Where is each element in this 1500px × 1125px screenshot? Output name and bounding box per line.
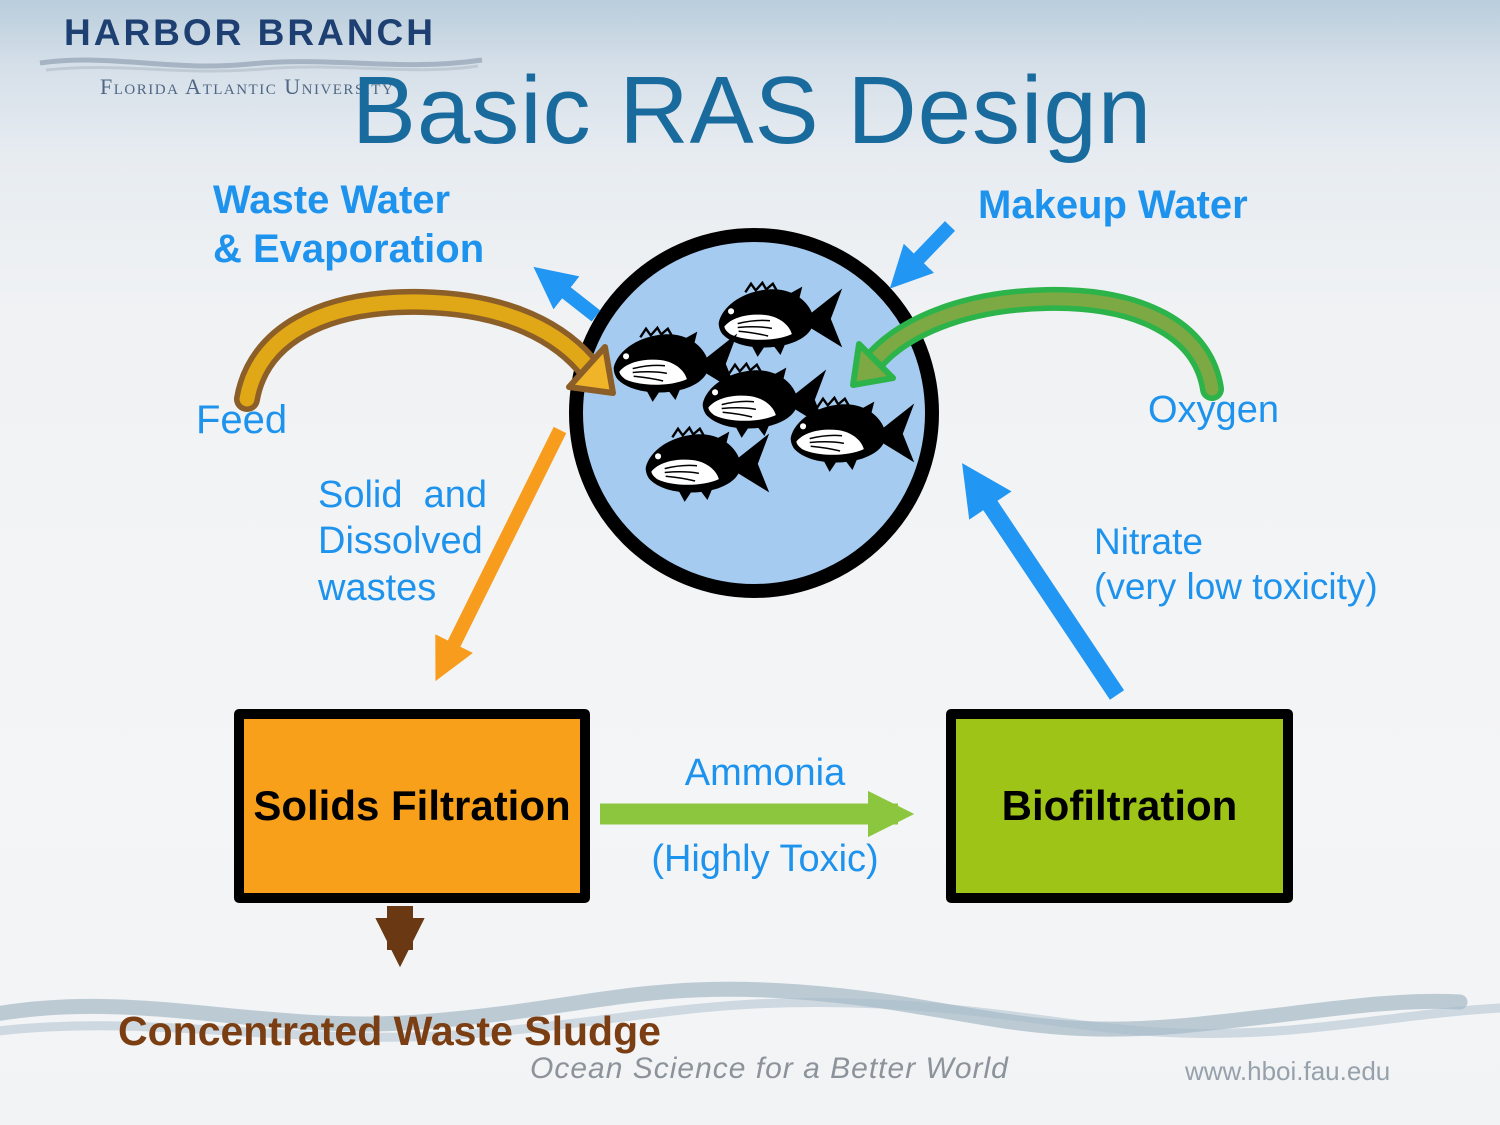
- highly-toxic-label: (Highly Toxic): [651, 838, 879, 880]
- university-name: Florida Atlantic University: [100, 74, 395, 99]
- harbor-branch-logo: HARBOR BRANCH: [64, 12, 436, 53]
- solids-filtration-box: Solids Filtration: [234, 709, 590, 903]
- makeup-water-arrow: [889, 221, 956, 289]
- oxygen-label: Oxygen: [1148, 389, 1279, 431]
- ammonia-label: Ammonia: [684, 752, 846, 794]
- nitrate-label: Nitrate (very low toxicity): [1094, 521, 1378, 608]
- oxygen-arrow: [850, 286, 1224, 401]
- biofiltration-label: Biofiltration: [1001, 782, 1238, 829]
- feed-label: Feed: [196, 398, 288, 442]
- biofiltration-box: Biofiltration: [946, 709, 1293, 903]
- solids-filtration-label: Solids Filtration: [253, 782, 571, 829]
- logo-wave-icon: [39, 57, 483, 73]
- nitrate-arrow: [962, 463, 1125, 700]
- wave-decoration: [0, 981, 1500, 1042]
- makeup-water-label: Makeup Water: [978, 183, 1248, 227]
- footer-tagline: Ocean Science for a Better World: [530, 1052, 1009, 1085]
- feed-arrow: [234, 288, 616, 412]
- waste-water-label: Waste Water & Evaporation: [213, 178, 485, 271]
- solid-wastes-label: Solid and Dissolved wastes: [318, 474, 488, 609]
- sludge-label: Concentrated Waste Sludge: [118, 1008, 661, 1054]
- solid-wastes-arrow: [435, 426, 567, 682]
- waste-water-arrow: [533, 266, 601, 322]
- footer-url: www.hboi.fau.edu: [1185, 1056, 1391, 1086]
- page-title: Basic RAS Design: [351, 57, 1153, 164]
